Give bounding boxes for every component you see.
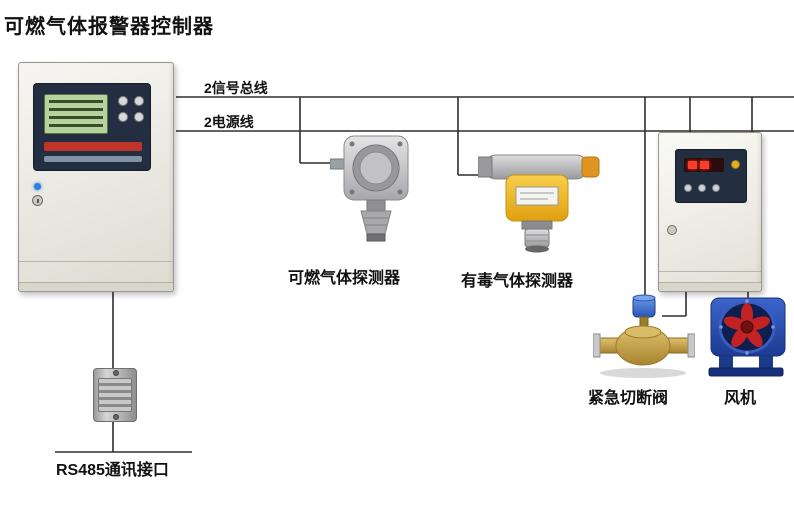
detector-nameplate <box>515 186 559 206</box>
valve-stem <box>639 316 649 327</box>
sensor-head <box>360 210 392 235</box>
conduit-left-cap <box>478 156 493 178</box>
toxic-gas-detector <box>478 154 600 253</box>
sensor-cap <box>366 233 386 242</box>
panel-buttons <box>684 184 720 192</box>
fan-valve-control-cabinet <box>658 132 762 292</box>
sensor-cup <box>524 228 550 248</box>
fan-base <box>708 367 784 377</box>
power-line-label: 2电源线 <box>204 114 254 130</box>
yellow-button <box>731 160 740 169</box>
diagram-title: 可燃气体报警器控制器 <box>4 16 214 38</box>
rs485-converter <box>93 368 137 422</box>
terminal-screw-top <box>113 370 119 376</box>
flange-right <box>687 333 695 358</box>
conduit-right-cap <box>581 156 600 178</box>
led-readout <box>684 158 724 172</box>
valve-shadow <box>600 368 686 378</box>
cabinet-base <box>659 282 761 291</box>
control-display-panel <box>675 149 747 203</box>
cabinet-seam <box>19 261 173 262</box>
converter-ribs <box>98 378 132 412</box>
fan-foot-right <box>759 356 773 368</box>
signal-bus-label: 2信号总线 <box>204 80 268 96</box>
controller-buttons <box>118 96 146 122</box>
sensor-neck <box>521 220 553 230</box>
shutoff-valve-label: 紧急切断阀 <box>588 390 669 407</box>
fan-blades <box>724 303 770 348</box>
emergency-shutoff-valve <box>593 294 695 378</box>
combustible-detector-label: 可燃气体探测器 <box>288 270 401 287</box>
power-led <box>34 183 41 190</box>
combustible-gas-detector <box>330 135 409 242</box>
controller-alarm-strip <box>44 142 142 151</box>
cabinet-seam <box>659 271 761 272</box>
sensor-bottom <box>525 245 549 253</box>
controller-lcd-screen <box>44 94 108 134</box>
flange-left <box>593 333 601 358</box>
door-lock-keyhole <box>32 195 43 206</box>
controller-display-panel <box>33 83 151 171</box>
valve-bonnet <box>624 325 662 339</box>
toxic-detector-label: 有毒气体探测器 <box>461 273 574 290</box>
fan-label: 风机 <box>724 390 757 407</box>
rs485-interface-label: RS485通讯接口 <box>56 462 169 479</box>
cabinet-base <box>19 282 173 291</box>
cabinet-keyhole <box>667 225 677 235</box>
exhaust-fan <box>708 297 786 377</box>
controller-cabinet <box>18 62 174 292</box>
sensor-neck <box>366 199 386 212</box>
terminal-screw-bottom <box>113 414 119 420</box>
lcd-text-lines <box>49 100 103 128</box>
controller-info-strip <box>44 156 142 162</box>
fan-foot-left <box>719 356 733 368</box>
